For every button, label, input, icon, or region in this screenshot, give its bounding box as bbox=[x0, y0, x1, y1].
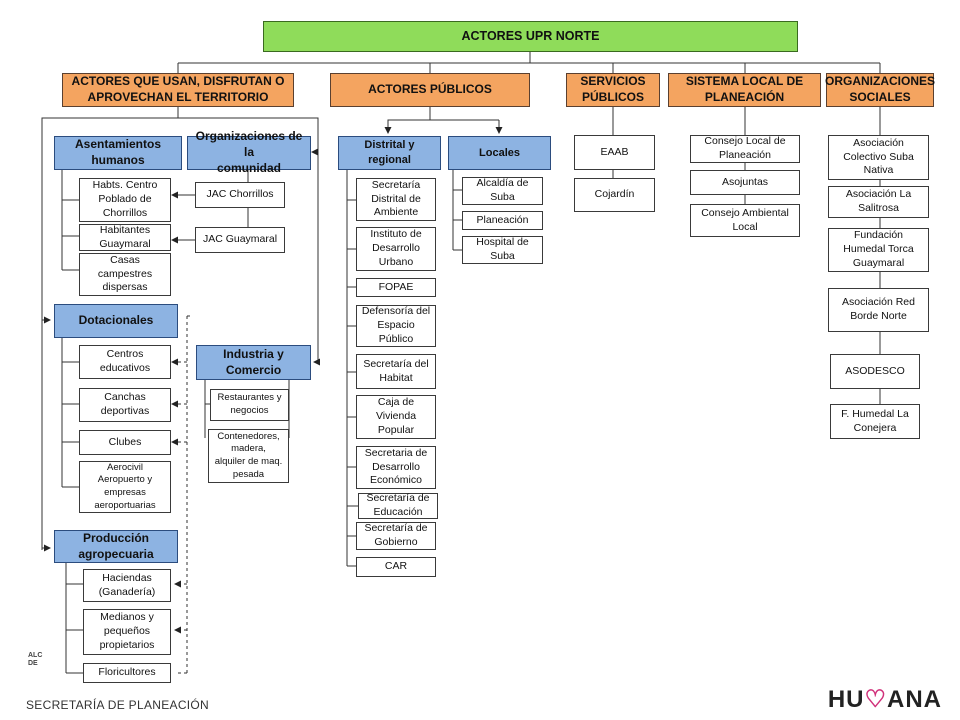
distrital-item-fopae: FOPAE bbox=[356, 278, 436, 297]
category-organizaciones-sociales: ORGANIZACIONES SOCIALES bbox=[825, 73, 935, 107]
sistema-item-consejo-ambiental: Consejo Ambiental Local bbox=[690, 204, 800, 237]
sociales-item-salitrosa: Asociación La Salitrosa bbox=[828, 186, 929, 218]
locales-item-hospital: Hospital de Suba bbox=[462, 236, 543, 264]
sociales-item-suba-nativa: Asociación Colectivo Suba Nativa bbox=[828, 135, 929, 180]
distrital-item-desarrollo-economico: Secretaria de Desarrollo Económico bbox=[356, 446, 436, 489]
industria-item-contenedores: Contenedores, madera, alquiler de maq. p… bbox=[208, 429, 289, 483]
distrital-item-educacion: Secretaría de Educación bbox=[358, 492, 438, 519]
group-locales: Locales bbox=[448, 136, 551, 170]
dotacionales-item-canchas: Canchas deportivas bbox=[79, 388, 171, 422]
locales-item-planeacion: Planeación bbox=[462, 211, 543, 230]
produccion-item-haciendas: Haciendas (Ganadería) bbox=[83, 569, 171, 602]
brand-right: ANA bbox=[887, 686, 942, 713]
organizaciones-item-jac-guaymaral: JAC Guaymaral bbox=[195, 227, 285, 253]
brand-logo: HU♡ANA bbox=[828, 685, 942, 714]
group-industria-comercio: Industria y Comercio bbox=[196, 345, 311, 380]
heart-icon: ♡ bbox=[864, 686, 887, 713]
footer-label: SECRETARÍA DE PLANEACIÓN bbox=[26, 698, 210, 712]
sociales-item-humedal-conejera: F. Humedal La Conejera bbox=[830, 404, 920, 439]
asentamientos-item-chorrillos: Habts. Centro Poblado de Chorrillos bbox=[79, 178, 171, 222]
category-territorio: ACTORES QUE USAN, DISFRUTAN O APROVECHAN… bbox=[62, 73, 294, 107]
category-sistema-local: SISTEMA LOCAL DE PLANEACIÓN bbox=[668, 73, 821, 107]
dotacionales-item-aerocivil: Aerocivil Aeropuerto y empresas aeroport… bbox=[79, 461, 171, 513]
locales-item-alcaldia: Alcaldía de Suba bbox=[462, 177, 543, 205]
title-box: ACTORES UPR NORTE bbox=[263, 21, 798, 52]
produccion-item-medianos: Medianos y pequeños propietarios bbox=[83, 609, 171, 655]
asentamientos-item-casas: Casas campestres dispersas bbox=[79, 253, 171, 296]
group-dotacionales: Dotacionales bbox=[54, 304, 178, 338]
distrital-item-ambiente: Secretaría Distrital de Ambiente bbox=[356, 178, 436, 221]
sistema-item-consejo-local: Consejo Local de Planeación bbox=[690, 135, 800, 163]
sociales-item-asodesco: ASODESCO bbox=[830, 354, 920, 389]
group-distrital-regional: Distrital y regional bbox=[338, 136, 441, 170]
sistema-item-asojuntas: Asojuntas bbox=[690, 170, 800, 195]
distrital-item-defensoria: Defensoría del Espacio Público bbox=[356, 305, 436, 347]
produccion-item-floricultores: Floricultores bbox=[83, 663, 171, 683]
industria-item-restaurantes: Restaurantes y negocios bbox=[210, 389, 289, 421]
sociales-item-red-borde-norte: Asociación Red Borde Norte bbox=[828, 288, 929, 332]
servicios-item-cojardin: Cojardín bbox=[574, 178, 655, 212]
distrital-item-caja-vivienda: Caja de Vivienda Popular bbox=[356, 395, 436, 439]
distrital-item-idu: Instituto de Desarrollo Urbano bbox=[356, 227, 436, 271]
distrital-item-car: CAR bbox=[356, 557, 436, 577]
dotacionales-item-clubes: Clubes bbox=[79, 430, 171, 455]
group-organizaciones-comunidad: Organizaciones de la comunidad bbox=[187, 129, 311, 175]
dotacionales-item-centros: Centros educativos bbox=[79, 345, 171, 379]
sociales-item-humedal-torca: Fundación Humedal Torca Guaymaral bbox=[828, 228, 929, 272]
category-servicios-publicos: SERVICIOS PÚBLICOS bbox=[566, 73, 660, 107]
category-actores-publicos: ACTORES PÚBLICOS bbox=[330, 73, 530, 107]
brand-left: HU bbox=[827, 686, 865, 713]
asentamientos-item-guaymaral: Habitantes Guaymaral bbox=[79, 224, 171, 251]
distrital-item-habitat: Secretaría del Habitat bbox=[356, 354, 436, 389]
group-asentamientos-humanos: Asentamientos humanos bbox=[54, 136, 182, 170]
servicios-item-eaab: EAAB bbox=[574, 135, 655, 170]
organizaciones-item-jac-chorrillos: JAC Chorrillos bbox=[195, 182, 285, 208]
distrital-item-gobierno: Secretaría de Gobierno bbox=[356, 522, 436, 550]
group-produccion-agropecuaria: Producción agropecuaria bbox=[54, 530, 178, 563]
footer-bar: SECRETARÍA DE PLANEACIÓN HU♡ANA bbox=[0, 685, 960, 720]
cropped-edge-text: ALC DE bbox=[28, 652, 43, 667]
